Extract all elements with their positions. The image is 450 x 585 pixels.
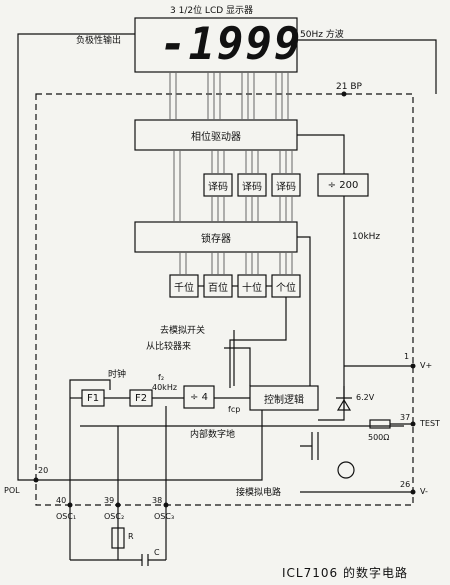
f2-value-label: 40kHz: [152, 383, 178, 392]
v-minus-label: V-: [420, 487, 428, 496]
pol-wire: [36, 410, 263, 481]
decoder-label-1: 译码: [208, 181, 228, 193]
to-analog-switch-label: 去模拟开关: [160, 326, 206, 336]
chip-boundary: [35, 93, 414, 506]
clock-feedback-wire: [69, 379, 111, 398]
control-logic-label: 控制逻辑: [264, 394, 304, 406]
pin-37-label: 37: [400, 413, 411, 422]
square-wave-wire: [297, 39, 437, 94]
divider-200-in-wire: [318, 196, 345, 421]
lcd-title: 3 1/2位 LCD 显示器: [170, 6, 254, 16]
test-label: TEST: [420, 419, 440, 428]
zener-diode: [336, 386, 352, 411]
r-label: R: [128, 532, 134, 541]
f1-label: F1: [86, 392, 100, 404]
osc2-label: OSC₂: [104, 512, 125, 521]
internal-digital-ground-label: 内部数字地: [190, 430, 236, 440]
tens-label: 十位: [242, 282, 262, 294]
hundreds-label: 百位: [208, 282, 228, 294]
osc3-label: OSC₃: [154, 512, 175, 521]
lcd-display-frame: [134, 17, 298, 73]
divider-4-block: [183, 385, 215, 409]
clock-label: 时钟: [108, 370, 127, 380]
freq-10k-label: 10kHz: [352, 232, 381, 242]
zener-voltage-label: 6.2V: [356, 393, 375, 402]
divider-200-block: [317, 173, 369, 197]
latch-strobe-wire: [297, 236, 311, 386]
units-label: 个位: [276, 282, 296, 294]
current-source: [337, 461, 355, 479]
from-comparator-label: 从比较器来: [146, 342, 192, 352]
decoder-label-2: 译码: [242, 181, 262, 193]
pin-dots: [33, 91, 416, 508]
bp-wire: [297, 134, 345, 174]
to-analog-circuit-label: 接模拟电路: [236, 488, 282, 498]
resistor-value-label: 500Ω: [368, 433, 390, 442]
resistor-r: [111, 527, 125, 549]
transistor: [300, 432, 319, 460]
c-label: C: [154, 548, 160, 557]
osc1-label: OSC₁: [56, 512, 77, 521]
pin-40-label: 40: [56, 496, 67, 505]
bp-pin-label: 21 BP: [336, 82, 362, 92]
lcd-digits: -1999: [160, 19, 303, 70]
square-wave-label: 50Hz 方波: [300, 30, 344, 40]
fcp-label: fcp: [228, 405, 241, 414]
latch-label: 锁存器: [201, 233, 231, 245]
figure-caption: ICL7106 的数字电路: [282, 566, 408, 580]
divider-4-label: ÷ 4: [190, 391, 208, 403]
f2-freq-label: f₂: [158, 373, 165, 382]
test-resistor: [369, 419, 391, 429]
pin-39-label: 39: [104, 496, 115, 505]
display-bus: [169, 72, 293, 275]
pin-20-label: 20: [38, 466, 49, 475]
from-comparator-wire: [224, 347, 251, 386]
v-plus-label: V+: [420, 361, 433, 370]
polarity-wire: [17, 33, 135, 481]
decoder-label-3: 译码: [276, 181, 296, 193]
thousands-label: 千位: [174, 282, 194, 294]
neg-polarity-label: 负极性输出: [76, 36, 122, 46]
pin-1-label: 1: [404, 352, 410, 361]
phase-driver-label: 相位驱动器: [191, 131, 241, 143]
divider-200-label: ÷ 200: [327, 179, 359, 191]
f2-label: F2: [134, 392, 148, 404]
pol-label: POL: [4, 486, 20, 495]
pin-38-label: 38: [152, 496, 163, 505]
counter-chain: [198, 285, 287, 388]
pin-26-label: 26: [400, 480, 411, 489]
capacitor-c: [141, 554, 149, 566]
